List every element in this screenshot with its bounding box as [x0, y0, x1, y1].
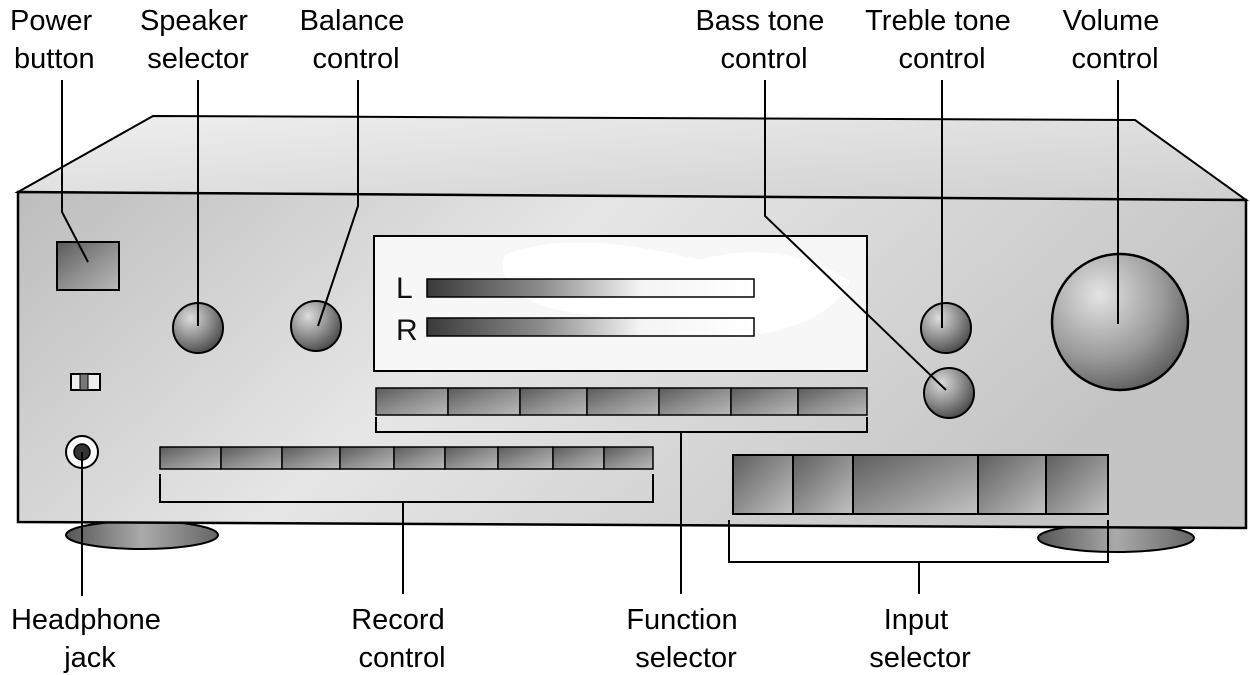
- leader-bass-tone: [764, 80, 947, 391]
- meter-bar-right: [426, 317, 755, 337]
- label-line: Bass tone: [695, 5, 824, 37]
- power-button[interactable]: [56, 241, 120, 291]
- label-record-control: Record control: [351, 604, 453, 674]
- leader-power-button: [61, 80, 89, 263]
- label-line: Function: [626, 604, 737, 636]
- label-speaker-selector: Speaker selector: [140, 5, 256, 75]
- label-power-button: Power button: [10, 5, 100, 75]
- meter-bar-left: [426, 278, 755, 298]
- input-button[interactable]: [792, 454, 854, 515]
- label-line: control: [898, 43, 985, 75]
- record-button[interactable]: [497, 446, 554, 470]
- label-bass-tone-control: Bass tone control: [695, 5, 832, 75]
- label-line: control: [720, 43, 807, 75]
- record-button[interactable]: [339, 446, 395, 470]
- record-button[interactable]: [281, 446, 341, 470]
- label-line: Input: [884, 604, 949, 636]
- label-line: control: [358, 642, 445, 674]
- input-selector-buttons: [732, 454, 1109, 515]
- balance-control-knob[interactable]: [290, 300, 342, 352]
- label-line: selector: [869, 642, 971, 674]
- label-line: Speaker: [140, 5, 248, 37]
- label-line: Power: [10, 5, 93, 37]
- label-function-selector: Function selector: [626, 604, 745, 674]
- label-line: Record: [351, 604, 445, 636]
- input-button[interactable]: [852, 454, 979, 515]
- meter-label-right: R: [396, 314, 418, 347]
- function-button[interactable]: [447, 387, 521, 416]
- label-line: selector: [147, 43, 249, 75]
- record-control-buttons: [159, 446, 654, 470]
- label-balance-control: Balance control: [300, 5, 413, 75]
- foot-left: [65, 520, 219, 550]
- input-button[interactable]: [1045, 454, 1109, 515]
- cabinet-top: [14, 114, 1250, 202]
- label-volume-control: Volume control: [1063, 5, 1168, 75]
- function-selector-bracket: [375, 417, 868, 433]
- leader-balance-control: [317, 80, 359, 327]
- input-button[interactable]: [977, 454, 1047, 515]
- label-line: button: [14, 43, 95, 75]
- label-input-selector: Input selector: [869, 604, 971, 674]
- label-line: Balance: [300, 5, 405, 37]
- label-headphone-jack: Headphone jack: [11, 604, 169, 674]
- function-button[interactable]: [658, 387, 732, 416]
- label-line: Treble tone: [865, 5, 1011, 37]
- label-line: Headphone: [11, 604, 161, 636]
- meter-label-left: L: [396, 272, 413, 305]
- record-button[interactable]: [220, 446, 283, 470]
- function-button[interactable]: [797, 387, 868, 416]
- label-line: control: [1071, 43, 1158, 75]
- record-button[interactable]: [393, 446, 446, 470]
- function-button[interactable]: [586, 387, 660, 416]
- label-line: jack: [63, 642, 116, 674]
- label-line: Volume: [1063, 5, 1160, 37]
- treble-tone-knob[interactable]: [920, 302, 972, 354]
- input-button[interactable]: [732, 454, 794, 515]
- record-button[interactable]: [603, 446, 654, 470]
- small-switch-lever: [79, 373, 89, 391]
- record-button[interactable]: [444, 446, 499, 470]
- volume-control-knob[interactable]: [1050, 252, 1190, 392]
- function-button[interactable]: [730, 387, 799, 416]
- function-selector-buttons: [375, 387, 868, 416]
- function-button[interactable]: [375, 387, 449, 416]
- record-control-bracket: [159, 474, 654, 503]
- label-line: selector: [635, 642, 737, 674]
- label-treble-tone-control: Treble tone control: [865, 5, 1019, 75]
- record-button[interactable]: [159, 446, 222, 470]
- label-line: control: [312, 43, 399, 75]
- record-button[interactable]: [552, 446, 605, 470]
- function-button[interactable]: [519, 387, 588, 416]
